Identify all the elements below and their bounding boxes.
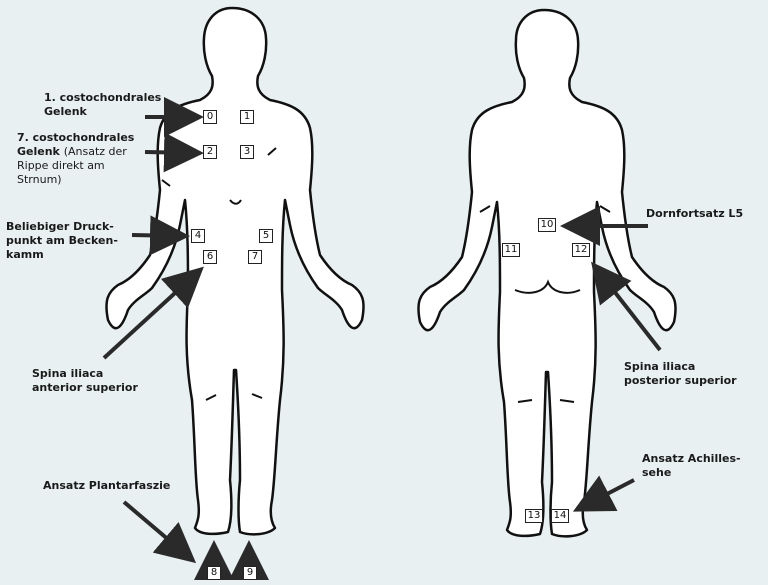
label-costo7-note2: Rippe direkt am — [17, 159, 105, 172]
label-psis-line1: Spina iliaca — [624, 360, 696, 373]
point-2: 2 — [203, 145, 217, 159]
point-3: 3 — [240, 145, 254, 159]
arrow-achilles — [572, 475, 635, 512]
point-9: 9 — [243, 566, 257, 580]
point-1: 1 — [240, 110, 254, 124]
arrow-becken — [131, 215, 190, 256]
point-8: 8 — [207, 566, 221, 580]
label-asis-line2: anterior superior — [32, 381, 138, 394]
label-costo7-note1: (Ansatz der — [63, 145, 127, 158]
label-costo1-line1: 1. costochondrales — [44, 91, 162, 104]
back-body-details — [479, 205, 611, 403]
arrow-plantar — [122, 500, 197, 564]
arrow-costo7 — [144, 132, 204, 173]
label-becken-line3: kamm — [6, 248, 44, 261]
label-plantar: Ansatz Plantarfaszie — [43, 479, 170, 493]
label-costo1-line2: Gelenk — [44, 105, 87, 118]
arrow-psis — [591, 261, 662, 352]
label-costo7-line2: Gelenk — [17, 145, 60, 158]
back-body-outline — [417, 8, 677, 538]
point-6: 6 — [203, 250, 217, 264]
label-achilles-line2: sehe — [642, 466, 672, 479]
point-11: 11 — [502, 243, 520, 257]
arrow-asis — [102, 266, 204, 360]
label-becken-line1: Beliebiger Druck- — [6, 220, 114, 233]
label-becken: Beliebiger Druck- punkt am Becken- kamm — [6, 220, 118, 262]
label-asis-line1: Spina iliaca — [32, 367, 104, 380]
label-psis: Spina iliaca posterior superior — [624, 360, 737, 388]
label-becken-line2: punkt am Becken- — [6, 234, 118, 247]
arrows — [102, 97, 662, 580]
label-dorn: Dornfortsatz L5 — [646, 207, 743, 221]
label-costo7-note3: Strnum) — [17, 173, 62, 186]
label-achilles-line1: Ansatz Achilles- — [642, 452, 741, 465]
label-dorn-line1: Dornfortsatz L5 — [646, 207, 744, 220]
label-costo1: 1. costochondrales Gelenk — [44, 91, 161, 119]
label-psis-line2: posterior superior — [624, 374, 737, 387]
front-body-details — [161, 147, 277, 401]
point-13: 13 — [525, 509, 543, 523]
label-achilles: Ansatz Achilles- sehe — [642, 452, 741, 480]
front-body-outline — [105, 6, 365, 536]
point-12: 12 — [572, 243, 590, 257]
label-asis: Spina iliaca anterior superior — [32, 367, 138, 395]
label-costo7: 7. costochondrales Gelenk (Ansatz der Ri… — [17, 131, 134, 187]
point-5: 5 — [259, 229, 273, 243]
point-7: 7 — [248, 250, 262, 264]
point-10: 10 — [538, 218, 556, 232]
point-4: 4 — [191, 229, 205, 243]
point-0: 0 — [203, 110, 217, 124]
label-costo7-line1: 7. costochondrales — [17, 131, 135, 144]
label-plantar-line1: Ansatz Plantarfaszie — [43, 479, 171, 492]
point-14: 14 — [551, 509, 569, 523]
